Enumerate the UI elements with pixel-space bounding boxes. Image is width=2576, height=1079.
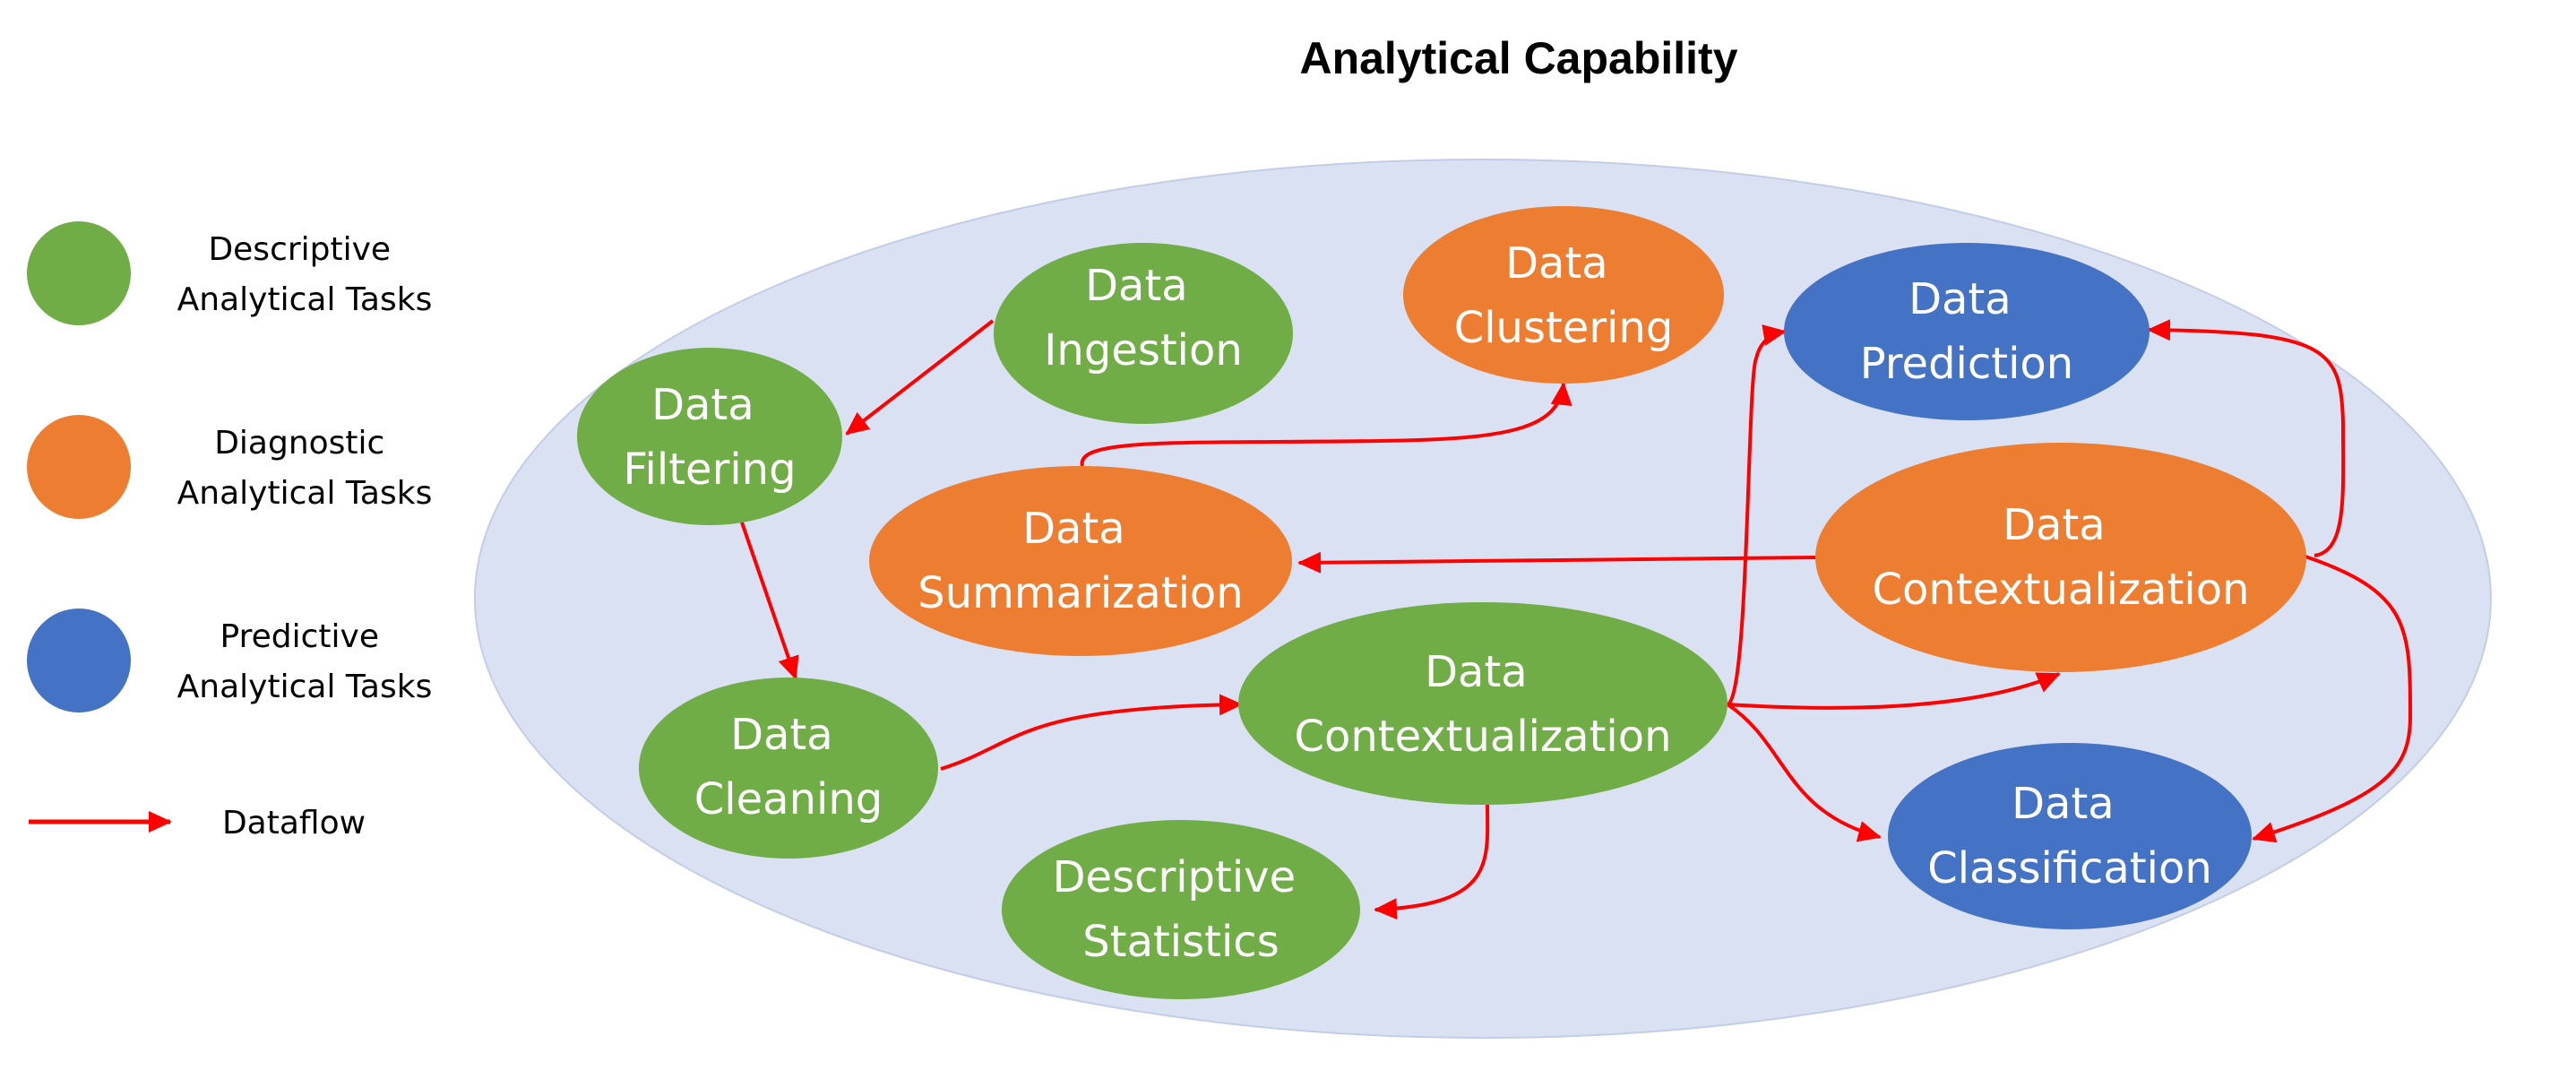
node-data-clustering-line2: Clustering — [1454, 303, 1674, 353]
node-data-contextualization-diagnostic-line2: Contextualization — [1872, 565, 2249, 615]
edge-contextualization-to-classification — [1726, 703, 1882, 842]
edge-summarization-to-clustering — [1080, 382, 1572, 467]
node-data-contextualization-descriptive: Data Contextualization — [1238, 602, 1727, 805]
node-data-contextualization-diagnostic-shape — [1815, 443, 2306, 672]
svg-text:Data Ingestion: Data Ingestion — [1044, 261, 1243, 375]
edge-contextualization-to-prediction — [1726, 324, 1787, 706]
node-data-filtering-line2: Filtering — [623, 445, 796, 495]
edge-diagnostic-contextualization-to-prediction — [2147, 319, 2346, 557]
edge-filtering-to-cleaning — [740, 522, 799, 680]
svg-text:Data Contextualization: Data Contextualization — [1294, 647, 1671, 762]
node-data-contextualization-descriptive-line1: Data — [1425, 647, 1528, 697]
edge-cleaning-to-contextualization — [940, 694, 1243, 771]
node-data-cleaning-line1: Data — [730, 710, 833, 760]
legend-descriptive-swatch — [27, 221, 131, 325]
node-data-filtering: Data Filtering — [577, 348, 842, 525]
edge-diagnostic-contextualization-to-summarization — [1297, 551, 1816, 574]
node-data-classification-line2: Classification — [1927, 843, 2212, 893]
diagram-title: Analytical Capability — [1299, 33, 1737, 83]
node-data-summarization: Data Summarization — [869, 466, 1292, 656]
node-data-prediction: Data Prediction — [1784, 243, 2150, 420]
node-data-ingestion-shape — [994, 243, 1293, 424]
svg-text:Descriptive Statistics: Descriptive Statistics — [1053, 852, 1310, 967]
node-descriptive-statistics-line1: Descriptive — [1053, 852, 1297, 902]
svg-text:Descriptive Analytical T: Descriptive Analytical Tasks — [177, 231, 433, 318]
svg-text:Diagnostic Analytical Ta: Diagnostic Analytical Tasks — [177, 425, 433, 512]
edge-contextualization-to-descriptive-statistics — [1374, 804, 1490, 920]
node-data-summarization-line1: Data — [1022, 504, 1125, 554]
node-data-classification-line1: Data — [2012, 779, 2115, 829]
node-data-clustering-line1: Data — [1505, 238, 1608, 289]
legend-diagnostic-line1: Diagnostic — [214, 425, 384, 462]
node-data-ingestion: Data Ingestion — [994, 243, 1293, 424]
node-data-cleaning: Data Cleaning — [639, 678, 938, 859]
node-data-clustering-shape — [1403, 206, 1724, 384]
svg-text:Predictive Analytical Ta: Predictive Analytical Tasks — [177, 618, 433, 705]
legend: Descriptive Analytical Tasks Diagnostic … — [27, 221, 432, 842]
svg-text:Data Cleaning: Data Cleaning — [694, 710, 883, 824]
legend-diagnostic-swatch — [27, 415, 131, 519]
node-data-filtering-line1: Data — [651, 380, 754, 430]
edge-diagnostic-contextualization-to-classification — [2252, 554, 2413, 843]
node-data-filtering-shape — [577, 348, 842, 525]
node-data-prediction-shape — [1784, 243, 2150, 420]
svg-text:Data Classification: Data Classification — [1927, 779, 2212, 893]
node-data-contextualization-diagnostic-line1: Data — [2003, 500, 2106, 550]
edge-ingestion-to-filtering — [845, 319, 995, 436]
dataflow-arrows — [740, 319, 2413, 920]
node-data-classification-shape — [1888, 743, 2252, 929]
svg-text:Data Summarization: Data Summarization — [918, 504, 1243, 618]
node-data-summarization-shape — [869, 466, 1292, 656]
edge-contextualization-to-diagnostic-contextualization — [1727, 672, 2061, 710]
svg-text:Data Contextualization: Data Contextualization — [1872, 500, 2249, 615]
legend-predictive-line1: Predictive — [220, 618, 379, 655]
svg-text:Data Clustering: Data Clustering — [1454, 238, 1674, 353]
node-data-prediction-line2: Prediction — [1860, 339, 2073, 389]
legend-predictive-line2: Analytical Tasks — [177, 669, 433, 705]
legend-dataflow-label: Dataflow — [222, 805, 366, 842]
node-data-ingestion-line1: Data — [1085, 261, 1188, 311]
node-data-prediction-line1: Data — [1908, 274, 2012, 324]
node-data-summarization-line2: Summarization — [918, 568, 1243, 618]
legend-diagnostic-line2: Analytical Tasks — [177, 475, 433, 512]
node-data-clustering: Data Clustering — [1403, 206, 1724, 384]
node-data-classification: Data Classification — [1888, 743, 2252, 929]
node-data-contextualization-diagnostic: Data Contextualization — [1815, 443, 2306, 672]
legend-descriptive-line2: Analytical Tasks — [177, 281, 433, 318]
node-data-ingestion-line2: Ingestion — [1044, 325, 1243, 375]
legend-predictive-swatch — [27, 609, 131, 712]
node-data-contextualization-descriptive-shape — [1238, 602, 1727, 805]
node-data-cleaning-line2: Cleaning — [694, 774, 883, 824]
node-descriptive-statistics: Descriptive Statistics — [1002, 820, 1360, 999]
node-data-cleaning-shape — [639, 678, 938, 859]
node-descriptive-statistics-line2: Statistics — [1082, 917, 1279, 967]
svg-text:Data Filtering: Data Filtering — [623, 380, 796, 495]
svg-text:Data Prediction: Data Prediction — [1860, 274, 2073, 389]
legend-descriptive-line1: Descriptive — [208, 231, 391, 268]
node-data-contextualization-descriptive-line2: Contextualization — [1294, 712, 1671, 762]
node-descriptive-statistics-shape — [1002, 820, 1360, 999]
